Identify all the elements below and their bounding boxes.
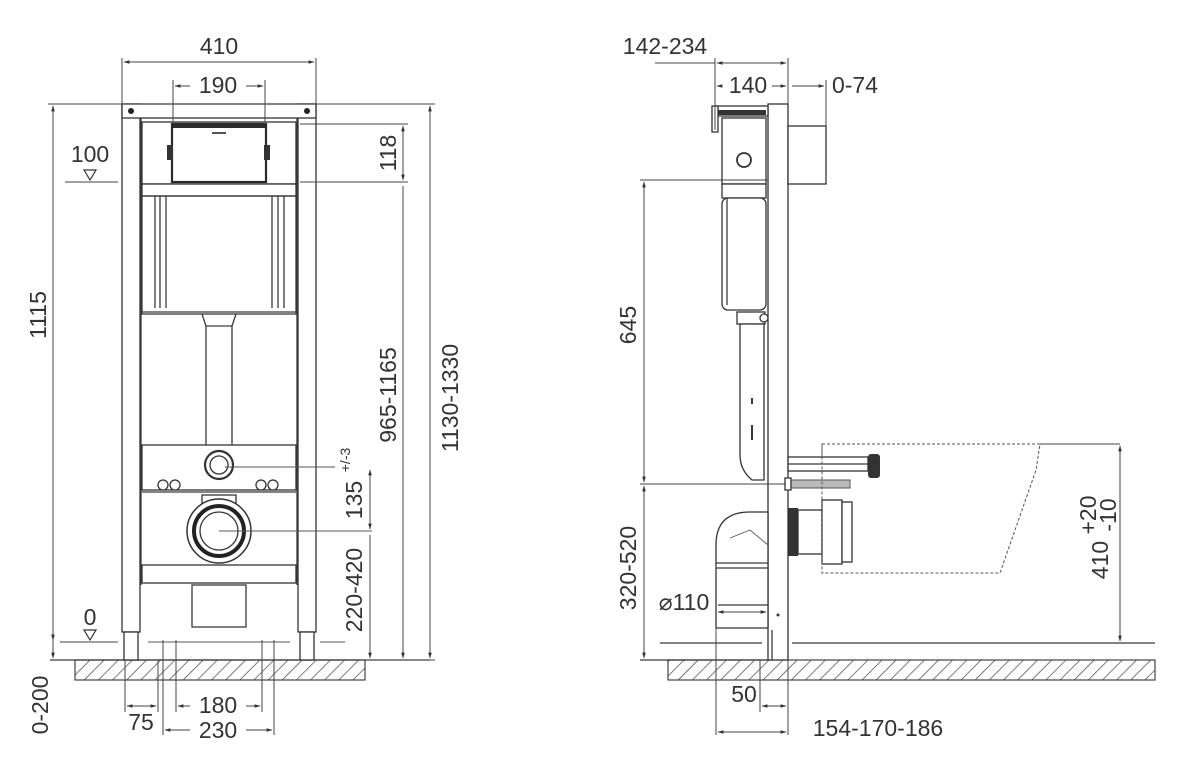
dim-plate-offset-range: 0-74 bbox=[832, 72, 878, 98]
dim-bowl-height: 410 bbox=[1087, 541, 1113, 579]
dim-frame-width: 410 bbox=[200, 33, 238, 59]
dim-flush-plate-width: 190 bbox=[199, 72, 237, 98]
dim-floor-zero: 0 bbox=[84, 604, 97, 630]
floor-hatch-side bbox=[667, 659, 1156, 681]
dim-bolt-outer-spacing: 230 bbox=[199, 717, 237, 743]
side-view: 142-234 140 0-74 645 320-520 ⌀110 50 154… bbox=[615, 33, 1156, 741]
dim-flush-plate-height: 118 bbox=[375, 135, 401, 172]
dim-frame-height-range: 1130-1330 bbox=[437, 344, 463, 452]
dim-total-height: 1115 bbox=[25, 291, 51, 339]
dim-bowl-height-tol-plus: +20 bbox=[1075, 495, 1101, 534]
dim-bowl-height-tol-minus: -10 bbox=[1095, 498, 1121, 531]
dim-cistern-to-bowl: 645 bbox=[615, 306, 641, 344]
dim-actuator-height: 100 bbox=[71, 141, 109, 167]
dim-cistern-depth: 140 bbox=[729, 72, 767, 98]
dim-cistern-height-range: 965-1165 bbox=[375, 347, 401, 443]
dim-wall-to-drain-range: 154-170-186 bbox=[813, 715, 943, 741]
dim-leg-width: 75 bbox=[128, 709, 154, 735]
dim-depth-range: 142-234 bbox=[623, 33, 708, 59]
dim-drain-height-range: 220-420 bbox=[341, 548, 367, 632]
dim-water-inlet-tolerance: +/-3 bbox=[337, 448, 353, 473]
dim-drain-diameter: ⌀110 bbox=[659, 589, 710, 615]
dim-water-inlet-offset: 135 bbox=[341, 481, 367, 519]
front-view: 410 190 100 118 1115 965-1165 1130-1330 … bbox=[25, 33, 463, 743]
floor-hatch-front bbox=[74, 659, 366, 681]
dim-side-drain-height-range: 320-520 bbox=[615, 526, 641, 610]
dim-floor-offset: 50 bbox=[731, 681, 757, 707]
dim-bolt-spacing: 180 bbox=[199, 692, 237, 718]
dim-floor-adjust-range: 0-200 bbox=[27, 676, 53, 735]
